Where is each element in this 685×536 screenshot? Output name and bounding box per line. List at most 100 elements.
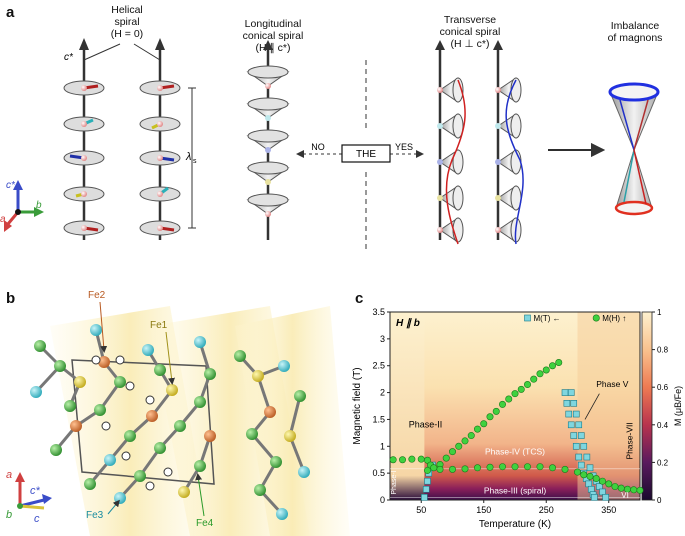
axes-triad-a xyxy=(4,180,44,232)
y-tick-label: 0 xyxy=(380,495,385,505)
longitudinal-chain xyxy=(246,40,290,240)
mh-point xyxy=(636,486,644,494)
mh-point xyxy=(511,390,519,398)
mt-point xyxy=(577,461,585,469)
mt-point xyxy=(583,453,591,461)
mh-point xyxy=(430,464,438,472)
mh-point xyxy=(511,463,519,471)
transverse-caption: Transverse conical spiral (H ⊥ c*) xyxy=(439,14,501,50)
mh-point xyxy=(555,358,563,366)
mt-point xyxy=(565,410,573,418)
mh-point xyxy=(449,465,457,473)
mt-point xyxy=(591,494,598,501)
mh-point xyxy=(592,475,600,483)
mh-point xyxy=(474,464,482,472)
mh-point xyxy=(580,471,588,479)
mh-point xyxy=(549,464,557,472)
fe1-pointer xyxy=(165,331,175,385)
chart-marks xyxy=(389,358,644,501)
panel-a-letter: a xyxy=(6,4,15,21)
mt-point xyxy=(575,421,583,429)
imbalance-caption: Imbalance of magnons xyxy=(607,20,663,44)
plot-frame xyxy=(389,311,641,501)
colorbar-tick-label: 0.8 xyxy=(657,346,669,355)
mh-point xyxy=(586,472,594,480)
mh-point xyxy=(398,456,406,464)
mh-point xyxy=(455,442,463,450)
the-box-label: THE xyxy=(356,149,376,160)
mh-point xyxy=(424,456,432,464)
x-tick-label: 350 xyxy=(601,505,616,515)
helical-chain-1 xyxy=(63,38,105,240)
mh-point xyxy=(536,370,544,378)
lambda-bracket xyxy=(188,87,196,229)
transverse-chain-1 xyxy=(435,40,466,245)
mh-point xyxy=(605,480,613,488)
y-tick-label: 2 xyxy=(380,388,385,398)
fe4-pointer xyxy=(195,473,205,517)
mt-point xyxy=(586,464,594,472)
helical-caption: Helical spiral (H = 0) xyxy=(110,4,144,40)
mh-point xyxy=(436,465,444,473)
c-star-label: c* xyxy=(64,52,74,63)
y-axis-label: Magnetic field (T) xyxy=(352,367,363,444)
panel-c-letter: c xyxy=(355,290,364,307)
mt-point xyxy=(572,442,580,450)
mt-point xyxy=(572,410,580,418)
axes-triad-b xyxy=(15,472,52,510)
panel-b-crystal: Fe2 Fe1 Fe3 Fe4 a c* b c xyxy=(6,290,350,536)
colorbar-tick-label: 0.2 xyxy=(657,458,669,467)
phase-v-pointer xyxy=(584,393,600,420)
panel-b-letter: b xyxy=(6,290,16,307)
x-tick-label: 150 xyxy=(476,505,491,515)
fork-left xyxy=(83,43,121,61)
mh-point xyxy=(486,463,494,471)
mh-point xyxy=(449,448,457,456)
fe3-pointer xyxy=(107,499,120,515)
colorbar-label: M (μB/Fe) xyxy=(673,386,683,426)
colorbar xyxy=(641,311,653,501)
colorbar-tick-label: 0 xyxy=(657,496,662,505)
mh-point xyxy=(505,395,513,403)
legend-mh-label: M(H) ↑ xyxy=(602,314,626,323)
mt-point xyxy=(422,485,430,493)
axis-label-b: b xyxy=(36,200,42,211)
phase-ii-label: Phase-II xyxy=(409,419,443,429)
mt-point xyxy=(561,389,569,396)
axis-label-c-star: c* xyxy=(6,180,16,191)
fe4-label: Fe4 xyxy=(196,518,214,529)
mh-point xyxy=(499,463,507,471)
unit-cell xyxy=(71,359,215,485)
mh-point xyxy=(561,465,569,473)
atoms xyxy=(30,324,310,520)
mh-point xyxy=(417,455,425,463)
x-axis-label: Temperature (K) xyxy=(479,519,551,530)
mh-point xyxy=(486,413,494,421)
fork-right xyxy=(133,43,161,61)
mh-point xyxy=(599,477,607,485)
mh-point xyxy=(467,432,475,440)
mh-point xyxy=(480,420,488,428)
legend-mt-marker xyxy=(524,314,531,322)
mh-point xyxy=(499,400,507,408)
fe1-label: Fe1 xyxy=(150,320,168,331)
axis-label-a: a xyxy=(0,214,6,225)
mt-point xyxy=(577,432,585,439)
mh-point xyxy=(574,468,582,476)
mh-point xyxy=(536,463,544,471)
mt-point xyxy=(563,400,571,407)
mt-point xyxy=(575,453,583,461)
mh-point xyxy=(492,407,500,415)
phase-v-label: Phase V xyxy=(596,379,628,389)
colorbar-tick-label: 0.6 xyxy=(657,383,669,392)
axis-b-c: c xyxy=(34,513,40,525)
axis-b-c-star: c* xyxy=(30,485,41,497)
mh-point xyxy=(517,385,525,393)
mh-point xyxy=(461,437,469,445)
helical-chain-2 xyxy=(139,38,181,240)
mt-point xyxy=(580,442,588,450)
legend-mt-label: M(T) ← xyxy=(534,314,561,323)
fe3-label: Fe3 xyxy=(86,510,104,521)
